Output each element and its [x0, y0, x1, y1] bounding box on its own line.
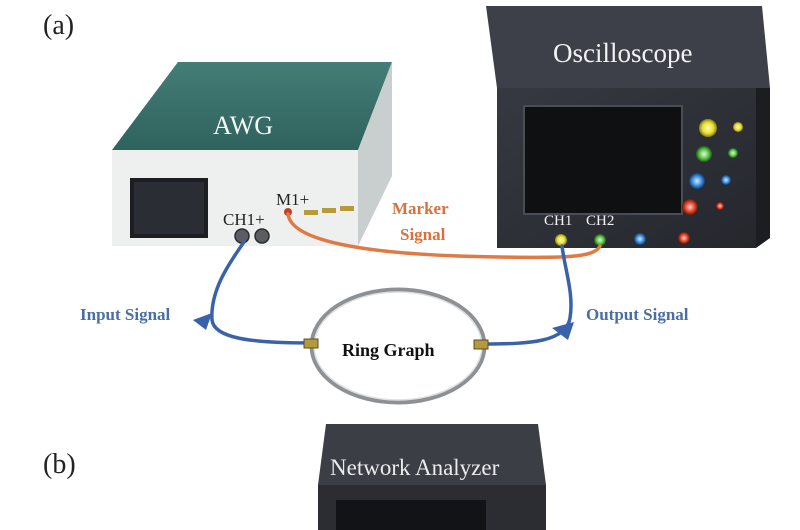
scope-screen	[524, 106, 682, 214]
awg-ch1-connector-b	[254, 228, 270, 244]
awg-instrument	[112, 62, 392, 246]
scope-ch1-connector	[555, 234, 567, 246]
ch1-plus-label: CH1+	[223, 210, 265, 229]
ring-graph-label: Ring Graph	[342, 340, 435, 360]
scope-knob-green-small	[728, 148, 738, 158]
na-top-face	[318, 424, 546, 485]
scope-side-face	[756, 88, 770, 248]
oscilloscope-title: Oscilloscope	[553, 38, 693, 68]
ring-graph	[303, 287, 489, 405]
output-signal-cable	[482, 244, 573, 346]
input-signal-label: Input Signal	[80, 305, 171, 324]
marker-signal-label-line2: Signal	[400, 225, 446, 244]
awg-m1-port-1	[304, 210, 318, 215]
scope-ch4-connector	[678, 232, 690, 244]
scope-knob-red-large	[682, 199, 698, 215]
input-signal-cable	[210, 240, 312, 345]
scope-top-face	[486, 6, 770, 88]
scope-knob-red-small	[716, 202, 724, 210]
awg-top-face	[112, 62, 392, 150]
input-arrow-head	[193, 313, 212, 330]
scope-screen-bezel	[523, 105, 683, 215]
scope-knob-blue-small	[721, 175, 731, 185]
ring-left-connector	[303, 338, 319, 349]
awg-screen-glare	[134, 182, 204, 234]
awg-m1-connector	[284, 208, 292, 216]
ring-right-connector	[473, 339, 489, 350]
awg-side-face	[358, 62, 392, 246]
marker-signal-label-line1: Marker	[392, 199, 449, 218]
ch1-label: CH1	[544, 213, 573, 229]
marker-signal-cable	[286, 212, 602, 260]
awg-m1-port-2	[322, 208, 336, 213]
oscilloscope-instrument	[486, 6, 770, 248]
awg-title: AWG	[213, 111, 274, 140]
m1-plus-label: M1+	[276, 190, 310, 209]
output-arrow-head	[552, 322, 574, 340]
scope-knob-green-large	[696, 146, 712, 162]
scope-knob-yellow-large	[699, 119, 717, 137]
network-analyzer-title: Network Analyzer	[330, 455, 500, 480]
network-analyzer-instrument	[318, 424, 546, 530]
awg-m1-port-3	[340, 206, 354, 211]
scope-ch3-connector	[634, 233, 646, 245]
scope-ch2-connector	[594, 234, 606, 246]
scope-knob-yellow-small	[733, 122, 743, 132]
ch2-label: CH2	[586, 213, 615, 229]
na-screen	[336, 500, 486, 530]
awg-ch1-connector-a	[234, 228, 250, 244]
panel-label-a: (a)	[43, 10, 75, 41]
scope-knob-blue-large	[689, 173, 705, 189]
panel-label-b: (b)	[43, 449, 76, 480]
output-signal-label: Output Signal	[586, 305, 689, 324]
